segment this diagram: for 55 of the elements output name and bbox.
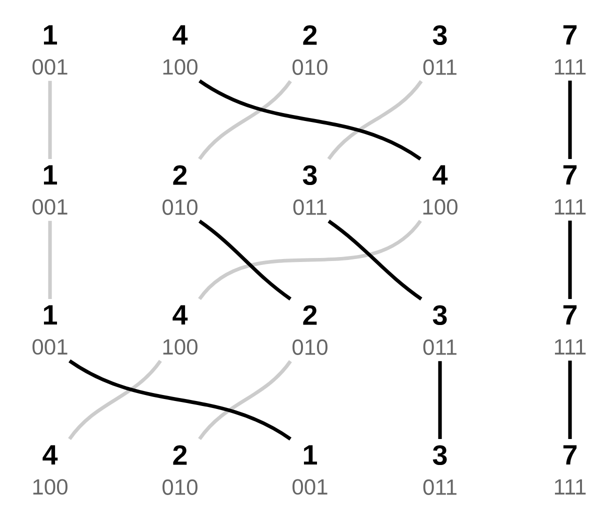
number-label: 3 <box>432 25 447 46</box>
binary-label: 010 <box>292 339 328 355</box>
number-label: 7 <box>563 165 577 184</box>
vertical-line <box>568 360 572 439</box>
binary-label: 001 <box>292 479 328 495</box>
binary-label: 100 <box>33 479 68 495</box>
curved-line <box>328 220 422 300</box>
binary-label: 111 <box>554 199 586 214</box>
number-label: 1 <box>44 25 57 44</box>
curved-line <box>198 360 292 440</box>
vertical-line <box>568 220 572 299</box>
binary-label: 100 <box>423 199 458 215</box>
curved-line <box>68 359 292 441</box>
curved-line <box>198 79 422 161</box>
curved-line <box>198 220 292 300</box>
binary-label: 011 <box>423 479 456 495</box>
number-label: 2 <box>303 305 317 325</box>
binary-label: 001 <box>32 199 68 215</box>
binary-label: 100 <box>163 59 198 75</box>
number-label: 3 <box>432 445 447 466</box>
binary-label: 011 <box>423 59 456 75</box>
binary-label: 011 <box>423 339 456 355</box>
binary-label: 111 <box>554 59 586 74</box>
binary-label: 010 <box>292 59 328 75</box>
curved-line <box>198 220 422 300</box>
number-label: 4 <box>172 25 188 44</box>
binary-label: 001 <box>32 59 68 75</box>
binary-label: 011 <box>293 199 326 215</box>
binary-label: 010 <box>162 199 198 215</box>
binary-label: 100 <box>163 339 198 355</box>
number-label: 1 <box>44 305 57 324</box>
number-label: 2 <box>173 165 187 185</box>
number-label: 2 <box>173 445 187 465</box>
number-label: 3 <box>432 305 447 326</box>
curved-line <box>68 360 162 440</box>
vertical-line <box>568 80 572 159</box>
binary-label: 010 <box>162 479 198 495</box>
vertical-line <box>48 80 52 159</box>
number-label: 1 <box>304 445 317 464</box>
number-label: 4 <box>172 305 188 324</box>
binary-label: 001 <box>32 339 68 355</box>
number-label: 4 <box>432 165 448 184</box>
vertical-line <box>438 361 442 439</box>
number-label: 3 <box>302 165 317 186</box>
number-label: 7 <box>563 445 577 464</box>
curved-line <box>198 80 292 160</box>
number-label: 7 <box>563 305 577 324</box>
binary-label: 111 <box>554 339 586 354</box>
number-label: 1 <box>44 165 57 184</box>
curved-line <box>327 80 423 160</box>
vertical-line <box>48 220 52 299</box>
binary-label: 111 <box>554 479 586 494</box>
number-label: 4 <box>42 445 58 464</box>
number-label: 7 <box>563 25 577 44</box>
number-label: 2 <box>303 25 317 45</box>
